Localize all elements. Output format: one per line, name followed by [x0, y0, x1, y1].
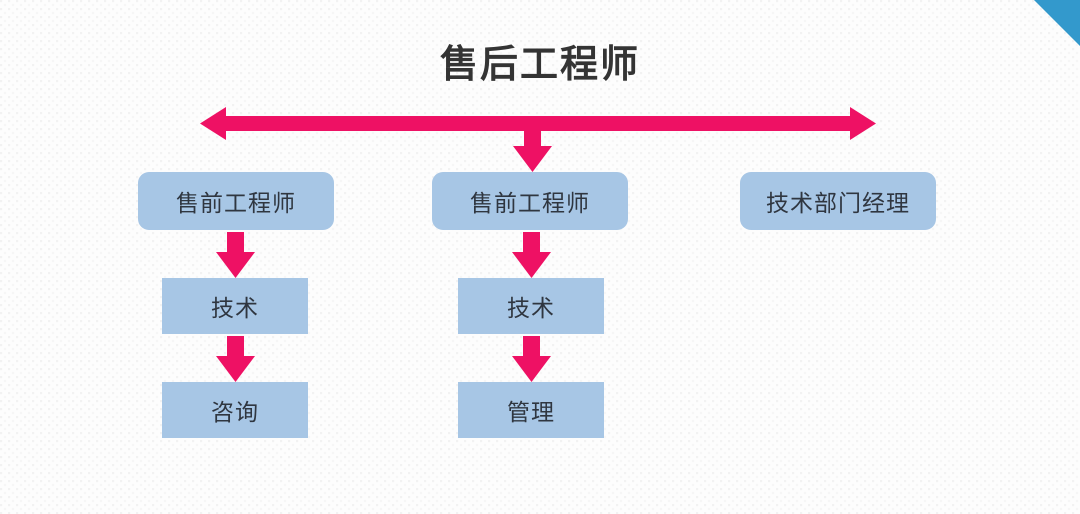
- page-title: 售后工程师: [439, 42, 640, 86]
- down-arrow-presales-to-tech-mid-icon: [512, 232, 551, 278]
- node-presales-middle[interactable]: 售前工程师: [432, 172, 628, 230]
- node-consulting[interactable]: 咨询: [162, 382, 308, 438]
- down-arrow-tech-to-consulting-icon: [216, 336, 255, 382]
- node-tech-department-manager[interactable]: 技术部门经理: [740, 172, 936, 230]
- down-arrow-span-to-middle-icon: [513, 128, 552, 172]
- node-management[interactable]: 管理: [458, 382, 604, 438]
- down-arrow-presales-to-tech-left-icon: [216, 232, 255, 278]
- double-headed-horizontal-arrow-icon: [200, 107, 876, 140]
- node-technology-left[interactable]: 技术: [162, 278, 308, 334]
- node-presales-left[interactable]: 售前工程师: [138, 172, 334, 230]
- corner-triangle-decoration: [1034, 0, 1080, 46]
- node-technology-middle[interactable]: 技术: [458, 278, 604, 334]
- down-arrow-tech-to-management-icon: [512, 336, 551, 382]
